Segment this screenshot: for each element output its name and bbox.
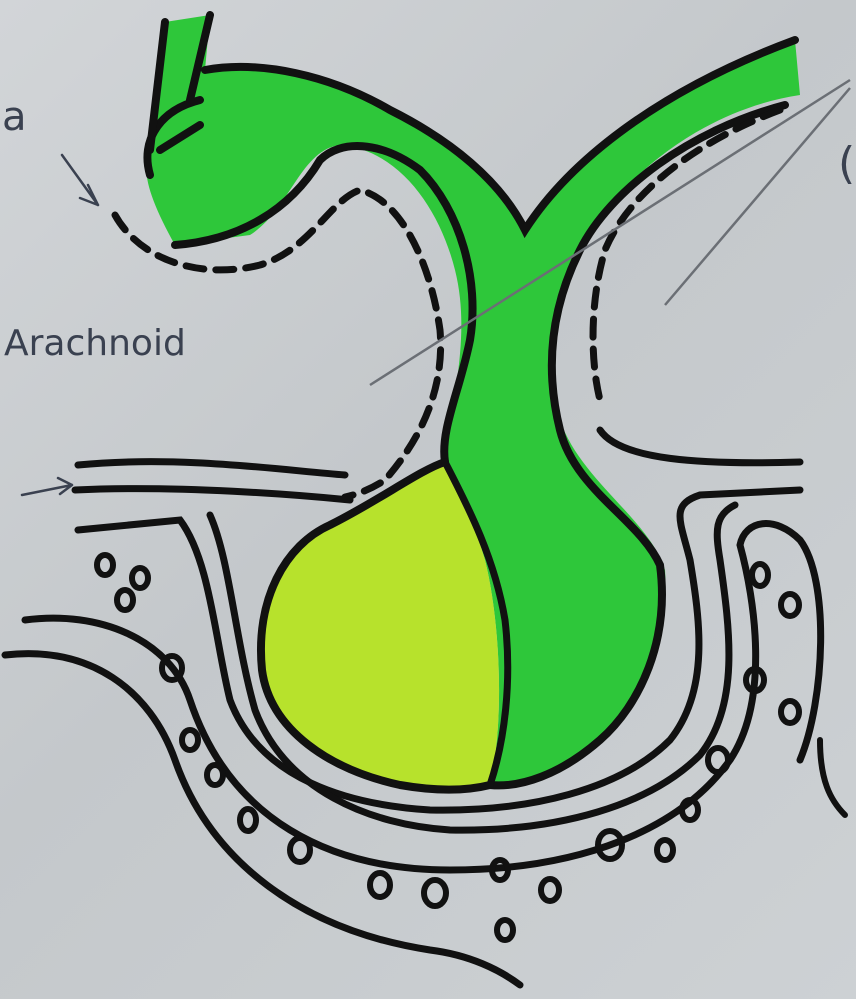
arrow-left-middle [22, 478, 72, 495]
label-arachnoid: Arachnoid [4, 323, 186, 364]
diaphragm-line-1 [78, 462, 345, 475]
bone-right-line [820, 740, 845, 815]
pointer-line-long [370, 80, 850, 385]
arrow-left-top [62, 155, 98, 205]
label-top-left-partial: a [2, 94, 27, 140]
label-right-partial: ( [838, 138, 855, 189]
posterior-lobe-yellowgreen [261, 462, 499, 790]
diaphragm-line-right [600, 430, 800, 463]
diaphragm-line-2 [75, 489, 350, 500]
